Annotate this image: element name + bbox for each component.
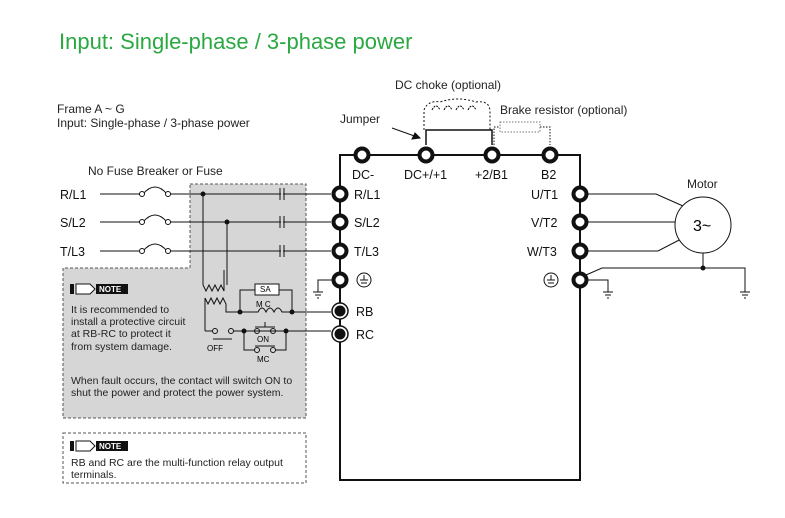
- ground-icon: [313, 272, 372, 299]
- breaker-label: No Fuse Breaker or Fuse: [88, 164, 223, 178]
- jumper-wire: [425, 129, 493, 145]
- page-title: Input: Single-phase / 3-phase power: [59, 29, 413, 54]
- note1-icon: [70, 283, 128, 295]
- on-label: ON: [257, 335, 269, 344]
- terminal-t-l3: T/L3: [354, 245, 379, 259]
- protective-circuit-region: [62, 183, 307, 419]
- input-r-l1: R/L1: [60, 188, 86, 202]
- terminal-b1: +2/B1: [475, 168, 508, 182]
- input-t-l3: T/L3: [60, 245, 85, 259]
- terminal-u-t1: U/T1: [531, 188, 558, 202]
- terminal-dc-plus: DC+/+1: [404, 168, 447, 182]
- jumper-label: Jumper: [340, 112, 381, 126]
- sa-label: SA: [260, 285, 271, 294]
- note2-badge: NOTE: [99, 442, 122, 451]
- input-s-l2: S/L2: [60, 216, 86, 230]
- brake-resistor: [499, 121, 541, 133]
- relay-circuit: [202, 194, 331, 353]
- dc-choke-label: DC choke (optional): [395, 78, 502, 92]
- dc-choke: [423, 98, 491, 130]
- terminal-s-l2: S/L2: [354, 216, 380, 230]
- note1-para2: When fault occurs, the contact will swit…: [71, 375, 293, 400]
- drive-frame: [339, 154, 581, 481]
- note1-badge: NOTE: [99, 285, 122, 294]
- off-label: OFF: [207, 344, 223, 353]
- note2-icon: [70, 440, 128, 452]
- terminal-r-l1: R/L1: [354, 188, 380, 202]
- input-wires: [100, 186, 331, 257]
- frame-label: Frame A ~ G: [57, 102, 125, 116]
- top-terminals: [353, 146, 559, 164]
- terminal-rc: RC: [356, 328, 374, 342]
- terminal-w-t3: W/T3: [527, 245, 557, 259]
- brake-resistor-wires: [493, 126, 551, 145]
- note1-para1: It is recommended to install a protectiv…: [71, 304, 186, 353]
- mc-label: M C: [256, 300, 271, 309]
- note2-box: [62, 432, 307, 484]
- terminal-rb: RB: [356, 305, 373, 319]
- motor-label: Motor: [687, 177, 718, 191]
- terminal-b2: B2: [541, 168, 556, 182]
- terminal-dc-minus: DC-: [352, 168, 374, 182]
- brake-resistor-label: Brake resistor (optional): [500, 103, 628, 117]
- terminal-v-t2: V/T2: [531, 216, 557, 230]
- note2-text: RB and RC are the multi-function relay o…: [71, 457, 283, 482]
- input-label: Input: Single-phase / 3-phase power: [57, 116, 250, 130]
- mc2-label: MC: [257, 355, 270, 364]
- motor-symbol: 3~: [693, 218, 711, 235]
